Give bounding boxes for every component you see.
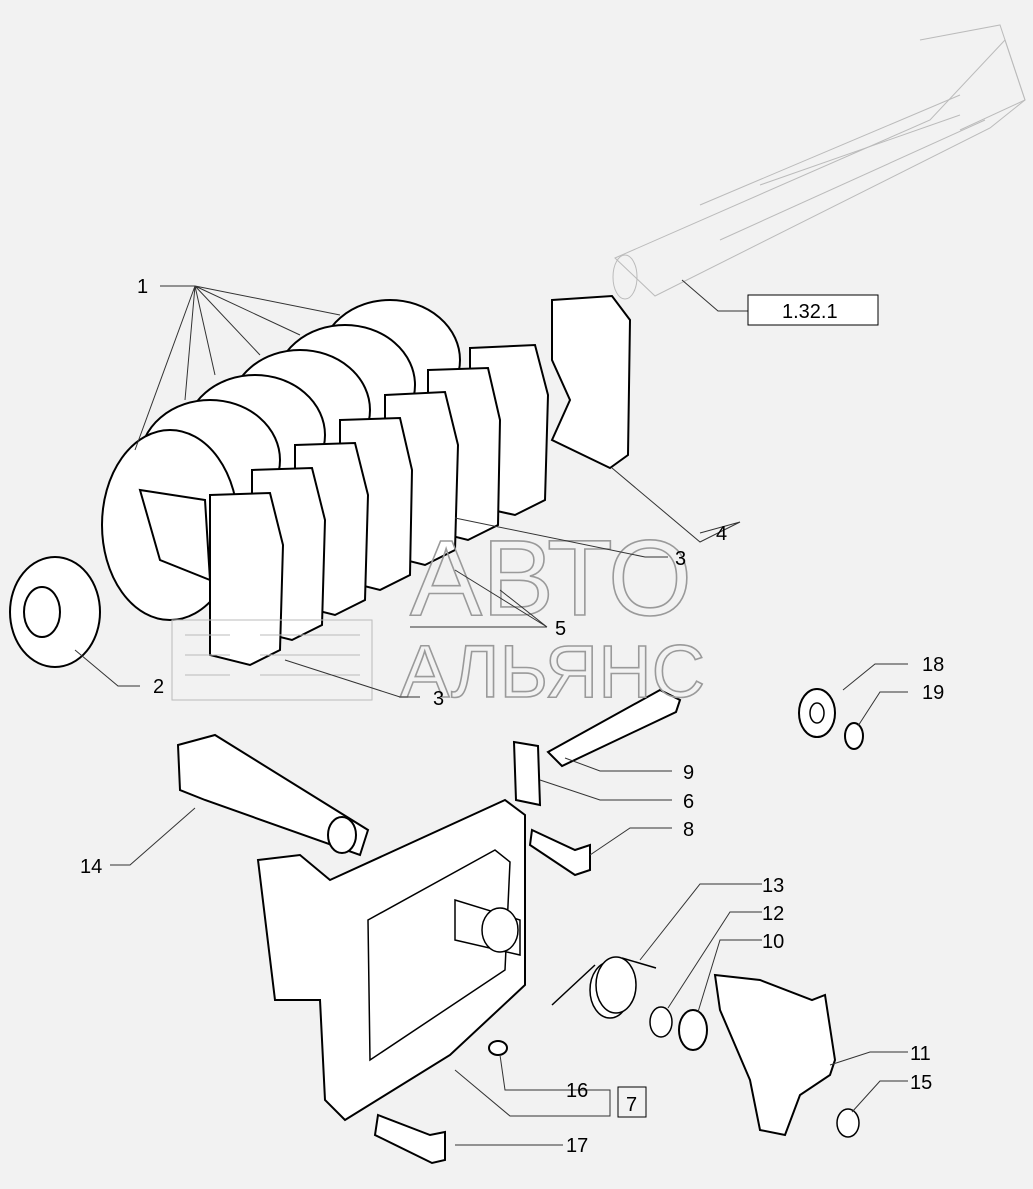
callout-15: 15 (910, 1072, 932, 1094)
callout-8: 8 (683, 819, 694, 841)
callout-16: 16 (566, 1080, 588, 1102)
callout-3b: 3 (433, 688, 444, 710)
callout-4: 4 (716, 523, 727, 545)
o-ring (649, 1006, 673, 1038)
callout-7: 7 (626, 1094, 637, 1116)
long-bolt (546, 688, 682, 768)
callout-2: 2 (153, 676, 164, 698)
reference-box-frame (747, 294, 879, 326)
callout-labels: 1 2 3 3 4 5 6 7 8 9 10 11 12 13 14 15 16… (80, 276, 944, 1157)
callout-5: 5 (555, 618, 566, 640)
callout-19: 19 (922, 682, 944, 704)
bolt-17 (373, 1113, 446, 1165)
callout-7-box (617, 1086, 647, 1118)
gasket (512, 740, 542, 807)
callout-14: 14 (80, 856, 102, 878)
watermark-line1: АВТО (410, 517, 692, 638)
ring (678, 1009, 708, 1051)
lever-arm (713, 973, 837, 1137)
circlip (836, 1108, 860, 1138)
friction-disc-stack (101, 299, 461, 621)
watermark: АВТО АЛЬЯНС (171, 516, 706, 714)
reference-box[interactable]: 1.32.1 (747, 294, 879, 326)
plug (488, 1040, 508, 1056)
housing-cover (256, 798, 526, 1122)
callout-1: 1 (137, 276, 148, 298)
shaft-reference-drawing (612, 24, 1026, 300)
spline-gear (9, 556, 101, 668)
callout-9: 9 (683, 762, 694, 784)
callout-3a: 3 (675, 548, 686, 570)
watermark-line2: АЛЬЯНС (400, 630, 705, 713)
callout-18: 18 (922, 654, 944, 676)
torsion-spring (551, 956, 657, 1019)
snap-ring (844, 722, 864, 750)
callout-12: 12 (762, 903, 784, 925)
reference-label: 1.32.1 (782, 301, 838, 323)
watermark-logo (171, 619, 373, 701)
lever-shaft (176, 733, 370, 857)
callout-11: 11 (910, 1043, 931, 1065)
callout-17: 17 (566, 1135, 588, 1157)
callout-13: 13 (762, 875, 784, 897)
callout-10: 10 (762, 931, 784, 953)
bolt-8 (528, 828, 591, 877)
end-plate (550, 294, 632, 470)
leader-lines (74, 279, 908, 1146)
callout-6: 6 (683, 791, 694, 813)
washer (798, 688, 836, 738)
